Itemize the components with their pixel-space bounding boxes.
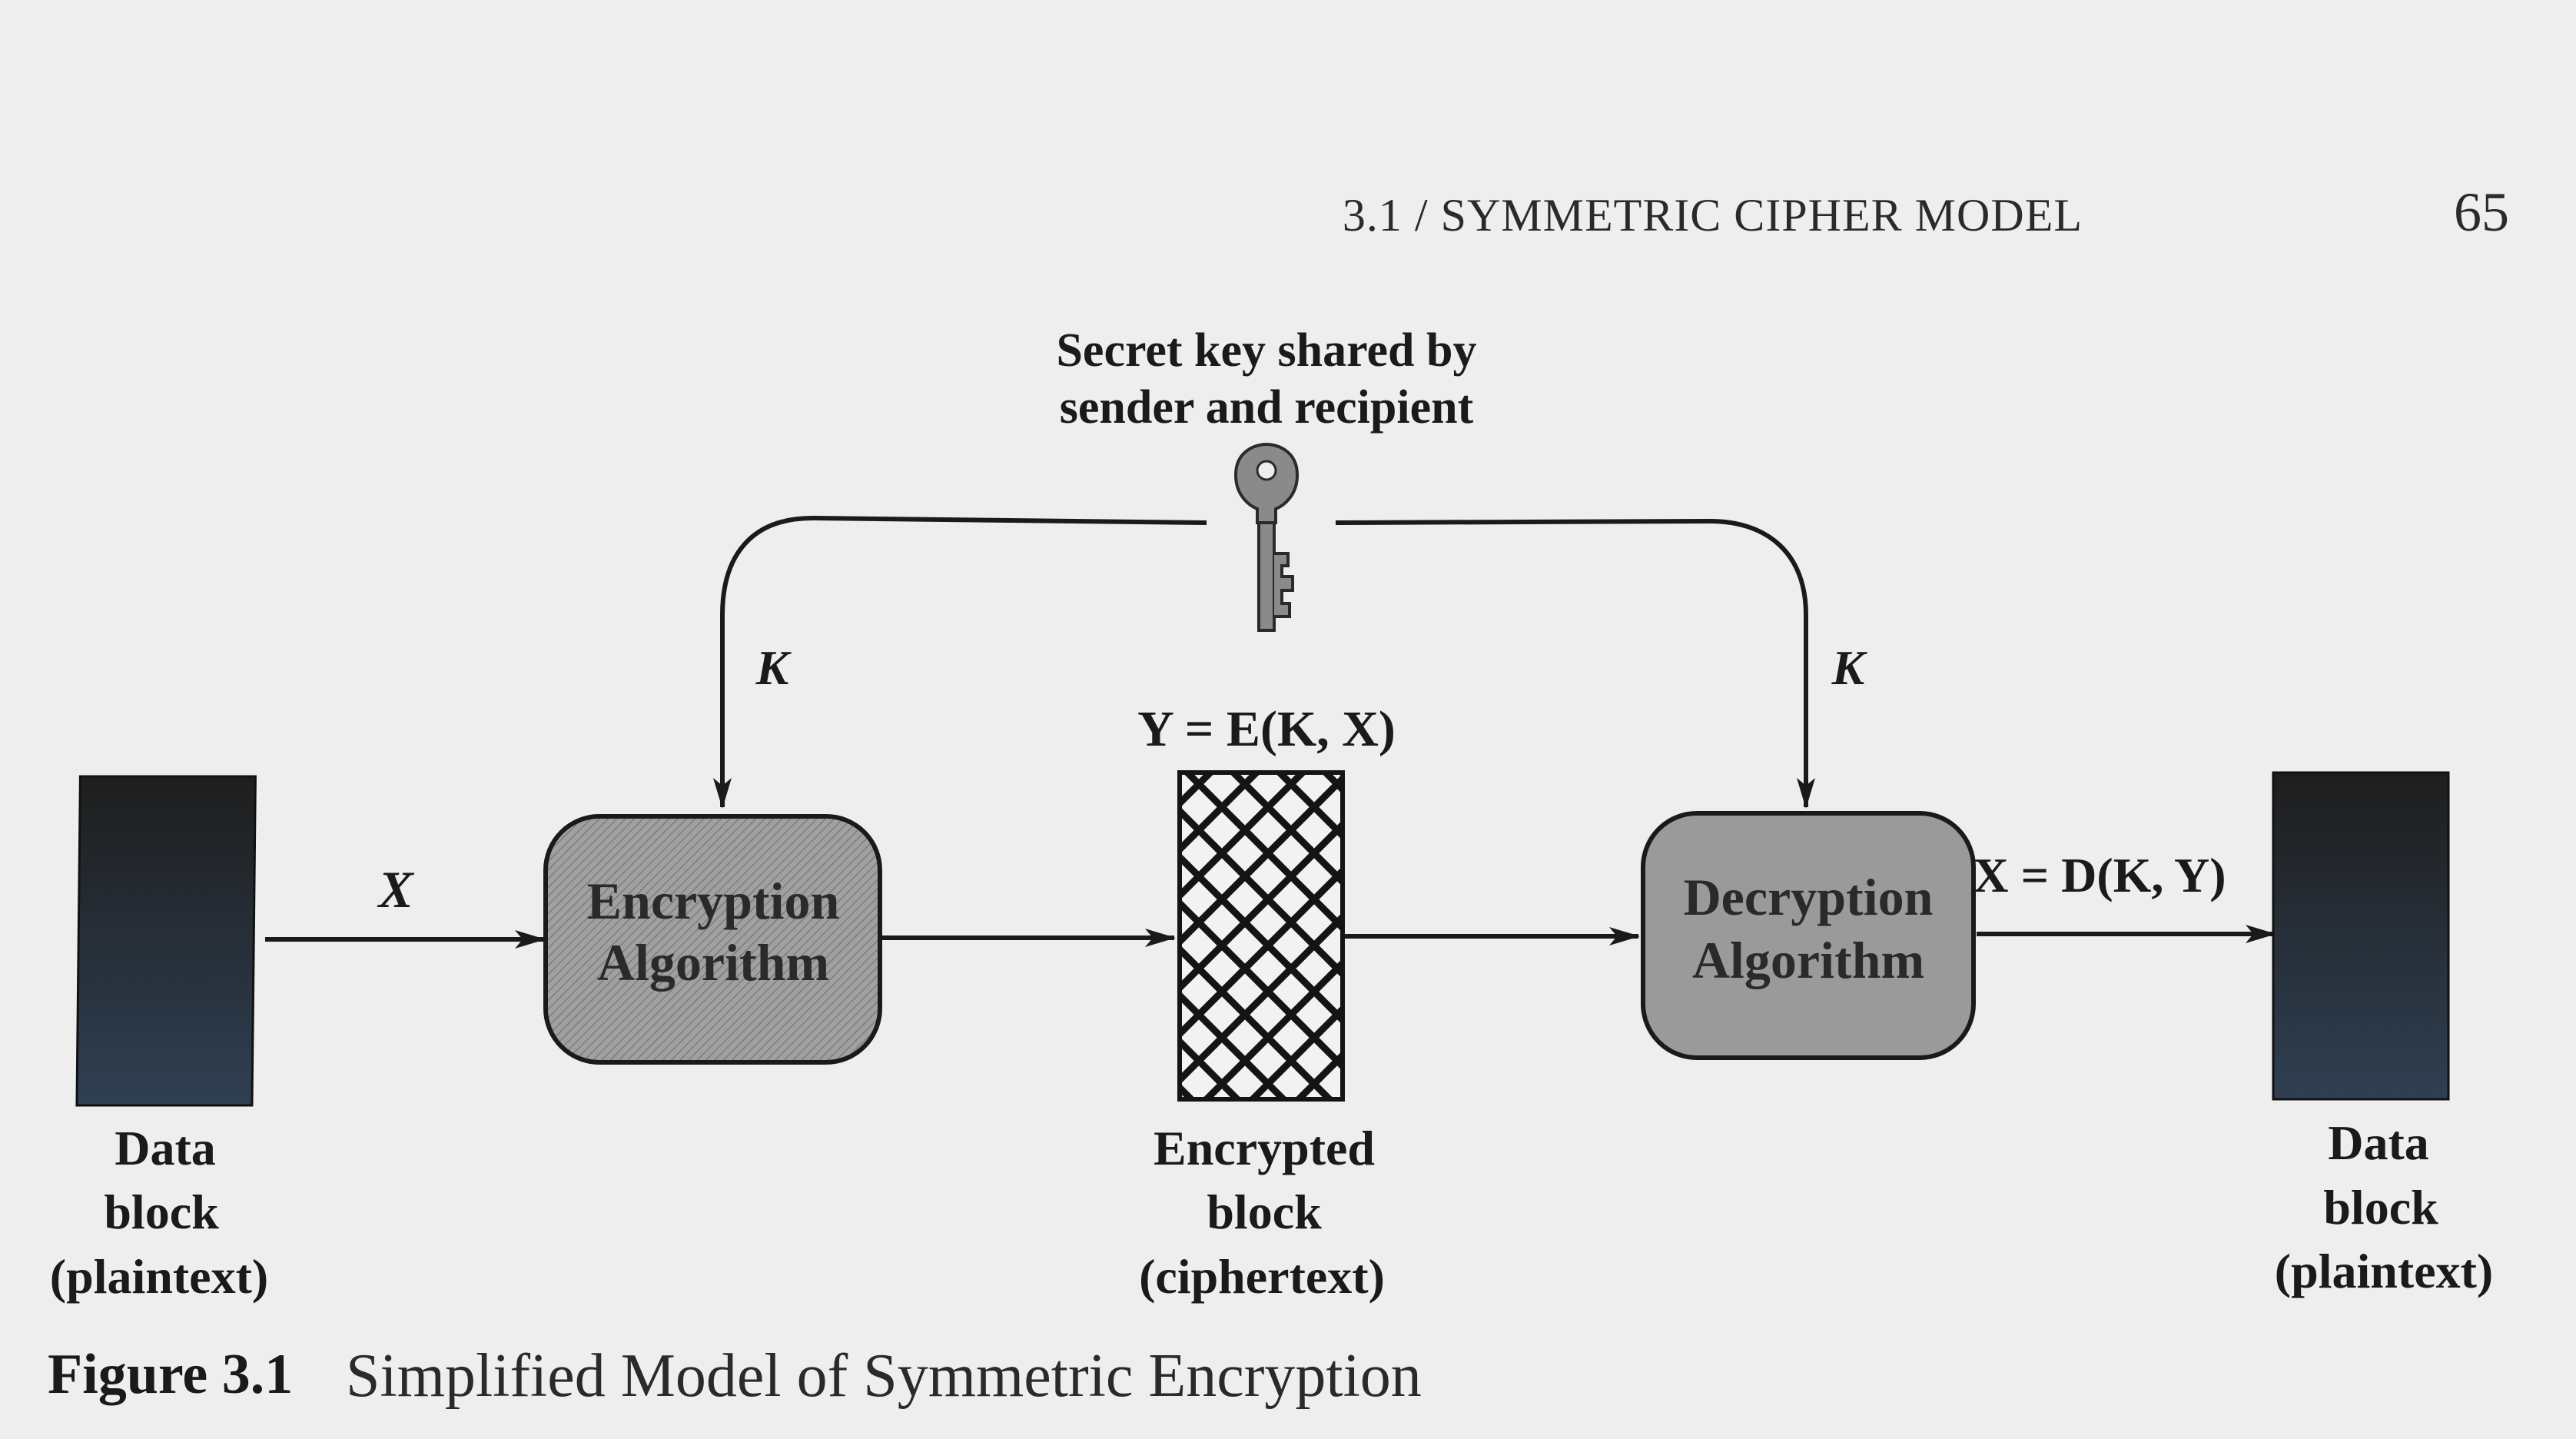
key-caption-line-1: Secret key shared by xyxy=(1056,324,1476,377)
plaintext-block-left xyxy=(75,775,257,1107)
key-label-right: K xyxy=(1831,640,1868,695)
key-path-to-encryption xyxy=(713,515,1207,809)
page-number: 65 xyxy=(2454,181,2509,243)
plaintext-right-line-1: Data xyxy=(2328,1115,2429,1170)
decryption-box-line-2: Algorithm xyxy=(1692,931,1924,989)
plaintext-caption-left: Data block (plaintext) xyxy=(50,1121,268,1304)
figure-number: Figure 3.1 xyxy=(48,1343,293,1406)
plaintext-right-line-3: (plaintext) xyxy=(2275,1244,2493,1298)
plaintext-left-line-1: Data xyxy=(115,1121,216,1175)
plaintext-block-right xyxy=(2272,771,2450,1101)
plaintext-caption-right: Data block (plaintext) xyxy=(2275,1115,2493,1298)
figure-title: Simplified Model of Symmetric Encryption xyxy=(346,1342,1422,1410)
key-icon xyxy=(1233,442,1300,632)
ciphertext-block xyxy=(1177,770,1345,1102)
plaintext-right-line-2: block xyxy=(2323,1180,2438,1235)
plaintext-left-line-2: block xyxy=(104,1185,219,1239)
encryption-box-line-1: Encryption xyxy=(587,872,840,930)
decryption-box-line-1: Decryption xyxy=(1684,868,1934,926)
ciphertext-line-1: Encrypted xyxy=(1154,1121,1375,1175)
key-label-left: K xyxy=(755,640,792,695)
plaintext-formula: X = D(K, Y) xyxy=(1973,848,2226,902)
ciphertext-line-3: (ciphertext) xyxy=(1139,1249,1385,1304)
key-caption-line-2: sender and recipient xyxy=(1060,381,1474,434)
input-label-x: X xyxy=(377,860,414,919)
plaintext-left-line-3: (plaintext) xyxy=(50,1249,268,1304)
ciphertext-formula: Y = E(K, X) xyxy=(1137,701,1396,757)
decryption-algorithm-box xyxy=(1641,811,1976,1060)
key-path-to-decryption xyxy=(1335,518,1815,809)
running-header: 3.1 / SYMMETRIC CIPHER MODEL xyxy=(1343,190,2083,241)
encryption-box-line-2: Algorithm xyxy=(597,933,829,992)
encryption-algorithm-box xyxy=(543,814,882,1065)
ciphertext-line-2: block xyxy=(1207,1185,1322,1239)
ciphertext-caption: Encrypted block (ciphertext) xyxy=(1139,1121,1385,1304)
